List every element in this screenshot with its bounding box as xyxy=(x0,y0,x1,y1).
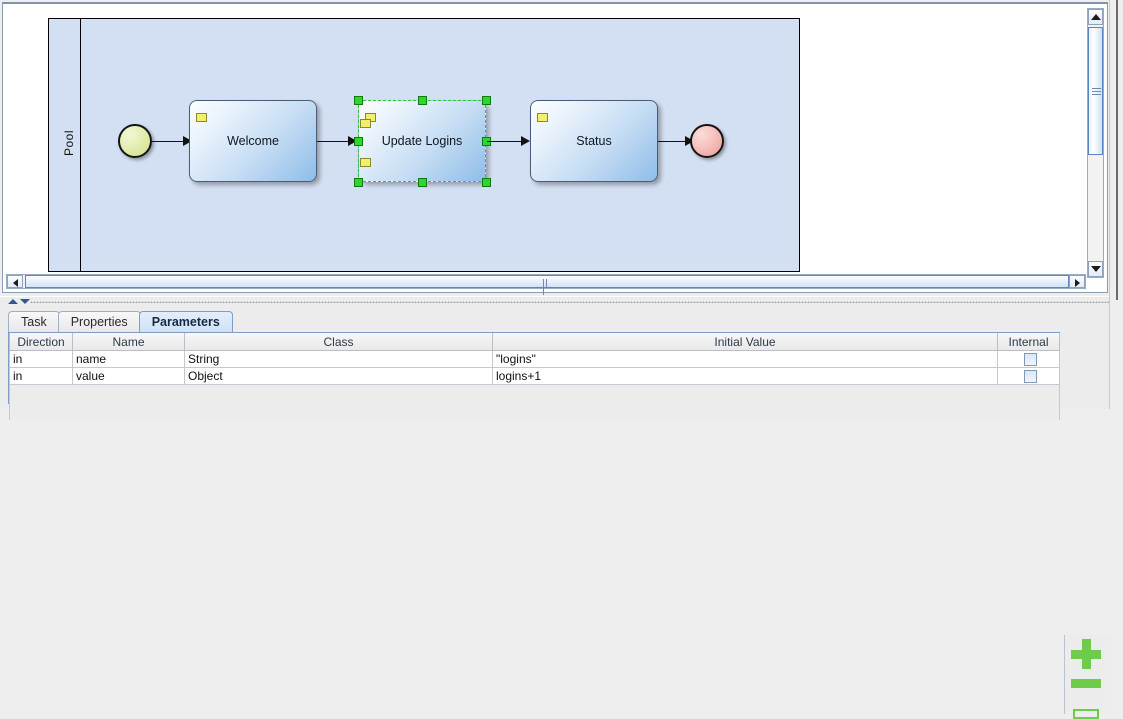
task-welcome[interactable]: Welcome xyxy=(189,100,317,182)
triangle-left-icon xyxy=(12,279,18,287)
column-header-initial-value[interactable]: Initial Value xyxy=(492,333,998,351)
vertical-scroll-thumb[interactable] xyxy=(1088,27,1103,155)
collapse-up-icon[interactable] xyxy=(8,299,18,304)
gutter-divider xyxy=(1116,0,1118,300)
scroll-grip-icon xyxy=(543,279,551,295)
cell-initial-value[interactable]: logins+1 xyxy=(492,367,998,385)
table-empty-area xyxy=(9,384,1060,420)
cell-internal[interactable] xyxy=(997,367,1060,385)
resize-handle-s[interactable] xyxy=(418,178,427,187)
task-welcome-label: Welcome xyxy=(227,134,279,148)
parameters-table: Direction Name Class Initial Value Inter… xyxy=(9,333,1060,420)
task-marker-icon xyxy=(360,119,371,128)
split-pane-divider[interactable] xyxy=(0,296,1123,306)
parameters-table-panel[interactable]: Direction Name Class Initial Value Inter… xyxy=(8,332,1060,420)
resize-handle-n[interactable] xyxy=(418,96,427,105)
connector-status-to-end xyxy=(658,141,690,142)
arrowhead-end xyxy=(685,136,694,146)
edit-parameter-button[interactable] xyxy=(1073,709,1099,719)
task-update-logins-label: Update Logins xyxy=(381,134,463,148)
add-parameter-button[interactable] xyxy=(1071,639,1101,669)
remove-parameter-button[interactable] xyxy=(1071,679,1101,688)
tab-strip: Task Properties Parameters xyxy=(8,311,233,332)
start-event-node[interactable] xyxy=(118,124,152,158)
canvas-vertical-scrollbar[interactable] xyxy=(1087,8,1104,278)
internal-checkbox[interactable] xyxy=(1023,353,1037,367)
task-update-logins[interactable]: Update Logins xyxy=(358,100,486,182)
editor-frame: Pool Welcome Upd xyxy=(2,2,1108,295)
column-header-class[interactable]: Class xyxy=(184,333,493,351)
scroll-right-button[interactable] xyxy=(1069,275,1085,288)
collapse-down-icon[interactable] xyxy=(20,299,30,304)
arrowhead-update xyxy=(348,136,357,146)
scroll-left-button[interactable] xyxy=(7,275,23,288)
cell-direction[interactable]: in xyxy=(9,350,73,368)
cell-direction[interactable]: in xyxy=(9,367,73,385)
triangle-down-icon xyxy=(1090,266,1101,272)
cell-name[interactable]: name xyxy=(72,350,185,368)
column-header-direction[interactable]: Direction xyxy=(9,333,73,351)
resize-handle-se[interactable] xyxy=(482,178,491,187)
cell-name[interactable]: value xyxy=(72,367,185,385)
arrowhead-welcome xyxy=(183,136,192,146)
cell-initial-value[interactable]: "logins" xyxy=(492,350,998,368)
triangle-right-icon xyxy=(1074,279,1080,287)
resize-handle-sw[interactable] xyxy=(354,178,363,187)
table-header-row: Direction Name Class Initial Value Inter… xyxy=(9,333,1060,351)
properties-pane: Task Properties Parameters Direction Nam… xyxy=(0,305,1123,719)
table-row[interactable]: in value Object logins+1 xyxy=(9,367,1060,385)
cell-class[interactable]: Object xyxy=(184,367,493,385)
cell-class[interactable]: String xyxy=(184,350,493,368)
task-marker-icon xyxy=(196,113,207,122)
pool-header: Pool xyxy=(49,19,81,271)
arrowhead-status xyxy=(521,136,530,146)
scroll-down-button[interactable] xyxy=(1088,261,1103,277)
divider-grip xyxy=(30,301,1115,303)
canvas-horizontal-scrollbar[interactable] xyxy=(6,274,1086,295)
scroll-up-button[interactable] xyxy=(1088,9,1103,25)
resize-handle-nw[interactable] xyxy=(354,96,363,105)
task-marker-icon xyxy=(360,158,371,167)
task-marker-icon xyxy=(537,113,548,122)
resize-handle-w[interactable] xyxy=(354,137,363,146)
column-header-internal[interactable]: Internal xyxy=(997,333,1060,351)
task-status[interactable]: Status xyxy=(530,100,658,182)
diagram-canvas[interactable]: Pool Welcome Upd xyxy=(6,8,1086,278)
triangle-up-icon xyxy=(1090,14,1101,20)
end-event-node[interactable] xyxy=(690,124,724,158)
table-empty-row xyxy=(9,384,1060,420)
tab-task[interactable]: Task xyxy=(8,311,60,332)
task-status-label: Status xyxy=(576,134,612,148)
connector-start-to-welcome xyxy=(152,141,188,142)
table-row[interactable]: in name String "logins" xyxy=(9,350,1060,368)
connector-welcome-to-update xyxy=(317,141,353,142)
resize-handle-ne[interactable] xyxy=(482,96,491,105)
diagram-editor-pane: Pool Welcome Upd xyxy=(0,0,1123,300)
window-right-gutter xyxy=(1109,0,1123,409)
tab-properties[interactable]: Properties xyxy=(57,311,141,332)
connector-update-to-status xyxy=(487,141,528,142)
tab-parameters[interactable]: Parameters xyxy=(138,311,233,332)
horizontal-scroll-thumb[interactable] xyxy=(25,275,1069,295)
scroll-grip-icon xyxy=(1092,88,1101,95)
parameter-action-buttons xyxy=(1064,635,1111,719)
column-header-name[interactable]: Name xyxy=(72,333,185,351)
cell-internal[interactable] xyxy=(997,350,1060,368)
internal-checkbox[interactable] xyxy=(1023,370,1037,384)
pool-label: Pool xyxy=(62,129,76,157)
